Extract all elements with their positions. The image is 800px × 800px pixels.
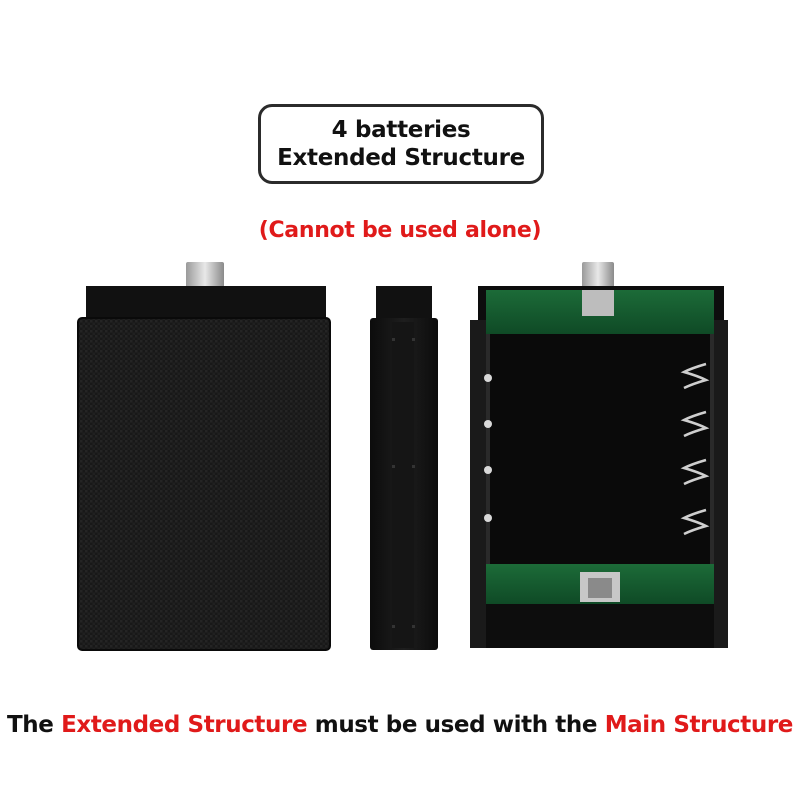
caption-extended-structure: Extended Structure bbox=[61, 712, 308, 738]
title-box: 4 batteries Extended Structure bbox=[258, 104, 544, 184]
title-line-2: Extended Structure bbox=[277, 145, 525, 171]
back-view-case bbox=[77, 262, 331, 651]
warning-text: (Cannot be used alone) bbox=[258, 218, 542, 243]
caption-part-1: The bbox=[7, 712, 62, 738]
caption: The Extended Structure must be used with… bbox=[0, 712, 800, 738]
caption-part-3: must be used with the bbox=[307, 712, 605, 738]
side-view-case bbox=[370, 286, 438, 650]
open-view-case bbox=[470, 262, 728, 648]
title-line-1: 4 batteries bbox=[331, 117, 471, 143]
caption-main-structure: Main Structure bbox=[604, 712, 794, 738]
